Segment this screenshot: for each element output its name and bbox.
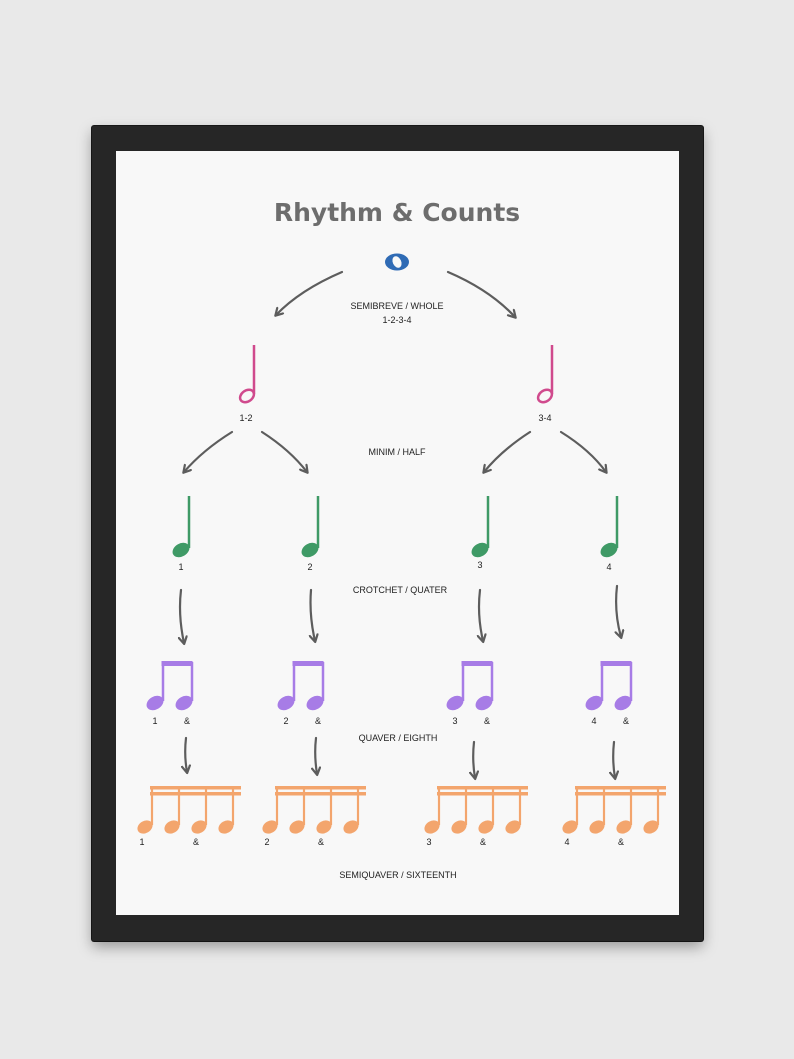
arrow-icon: [613, 740, 615, 778]
sixteenth-notes-icon: 3&: [424, 786, 528, 847]
quaver-count-and: &: [484, 716, 490, 726]
quaver-count: 2: [283, 716, 288, 726]
quaver-count: 1: [152, 716, 157, 726]
eighth-notes-icon: 4&: [585, 661, 633, 726]
eighth-notes-icon: 3&: [446, 661, 494, 726]
quarter-note-icon: [172, 496, 191, 558]
quaver-count-and: &: [184, 716, 190, 726]
quaver-count: 3: [452, 716, 457, 726]
half-note-icon: [238, 345, 256, 404]
quaver-count: 4: [591, 716, 596, 726]
quaver-count-and: &: [623, 716, 629, 726]
semibreve-counts: 1-2-3-4: [382, 315, 411, 325]
whole-note-icon: [385, 253, 409, 271]
eighth-notes-icon: 2&: [277, 661, 325, 726]
crotchet-count-1: 1: [178, 562, 183, 572]
arrow-icon: [185, 736, 187, 772]
sixteenth-notes-icon: 1&: [137, 786, 241, 847]
arrow-icon: [484, 430, 532, 472]
semiquaver-label: SEMIQUAVER / SIXTEENTH: [339, 870, 456, 880]
quarter-note-icon: [301, 496, 320, 558]
arrow-icon: [446, 270, 515, 317]
arrow-icon: [260, 430, 307, 472]
half-note-icon: [536, 345, 554, 404]
quaver-label: QUAVER / EIGHTH: [359, 733, 438, 743]
minim-label: MINIM / HALF: [368, 447, 426, 457]
quarter-note-icon: [600, 496, 619, 558]
page-title: Rhythm & Counts: [274, 198, 520, 227]
semiquaver-count-and: &: [193, 837, 199, 847]
minim-count-1: 1-2: [239, 413, 252, 423]
arrow-icon: [473, 740, 475, 778]
crotchet-count-2: 2: [307, 562, 312, 572]
crotchet-count-3: 3: [477, 560, 482, 570]
arrow-icon: [311, 588, 316, 641]
semiquaver-count-and: &: [618, 837, 624, 847]
eighth-notes-icon: 1&: [146, 661, 194, 726]
crotchet-label: CROTCHET / QUATER: [353, 585, 448, 595]
arrow-icon: [315, 736, 317, 774]
arrow-icon: [276, 270, 344, 315]
semiquaver-count: 3: [426, 837, 431, 847]
semiquaver-count-and: &: [318, 837, 324, 847]
sixteenth-notes-icon: 2&: [262, 786, 366, 847]
arrow-icon: [559, 430, 606, 472]
arrow-icon: [479, 588, 483, 641]
arrow-icon: [180, 588, 184, 643]
sixteenth-notes-icon: 4&: [562, 786, 666, 847]
quarter-note-icon: [471, 496, 490, 558]
arrow-icon: [616, 584, 621, 637]
semiquaver-count: 4: [564, 837, 569, 847]
semiquaver-count: 2: [264, 837, 269, 847]
arrow-icon: [184, 430, 234, 472]
quaver-count-and: &: [315, 716, 321, 726]
crotchet-count-4: 4: [606, 562, 611, 572]
semibreve-label: SEMIBREVE / WHOLE: [350, 301, 443, 311]
minim-count-2: 3-4: [538, 413, 551, 423]
semiquaver-count-and: &: [480, 837, 486, 847]
semiquaver-count: 1: [139, 837, 144, 847]
